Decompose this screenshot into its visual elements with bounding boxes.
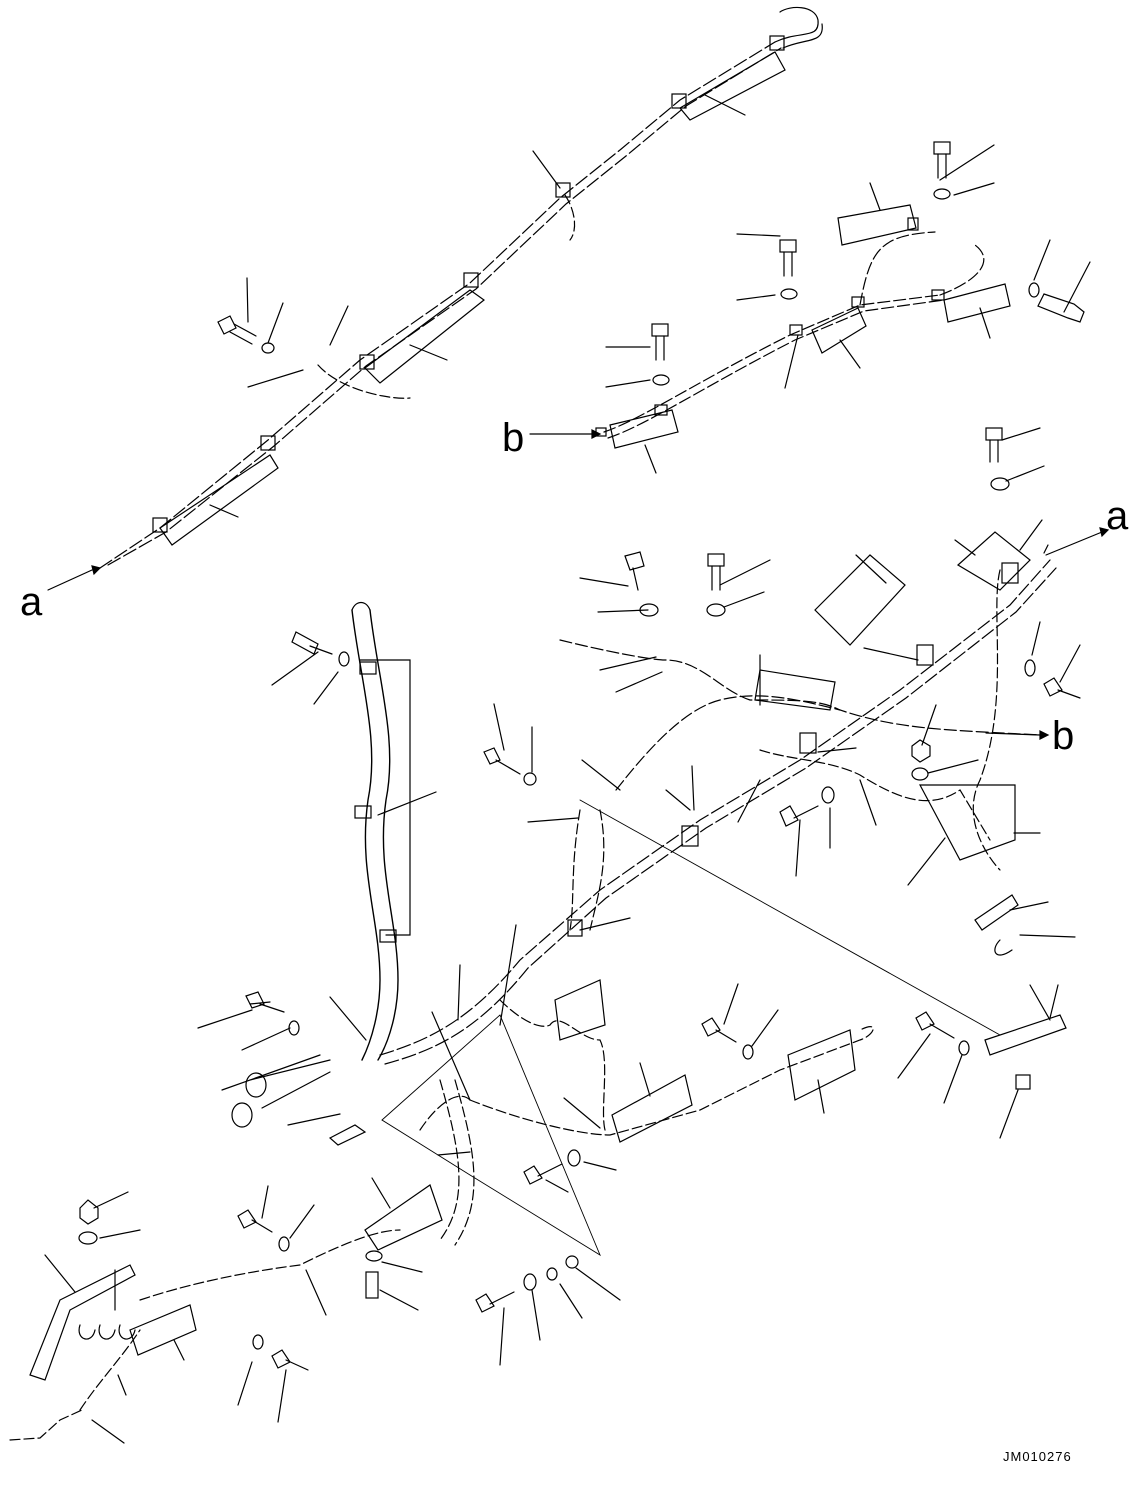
label-a-left: a — [20, 580, 43, 624]
drawing-code: JM010276 — [1003, 1449, 1072, 1464]
main-harness — [9, 427, 1110, 1444]
washer-icon — [78, 477, 1036, 1350]
bolt-icon — [217, 315, 257, 345]
label-b-mid: b — [502, 416, 525, 460]
label-a-top-right: a — [1106, 494, 1129, 538]
label-b-right: b — [1052, 714, 1075, 758]
bolt-icon — [651, 141, 1085, 361]
upper-left-harness — [99, 6, 823, 569]
upper-right-harness — [529, 141, 1091, 474]
bolt-icon — [79, 427, 1081, 1371]
